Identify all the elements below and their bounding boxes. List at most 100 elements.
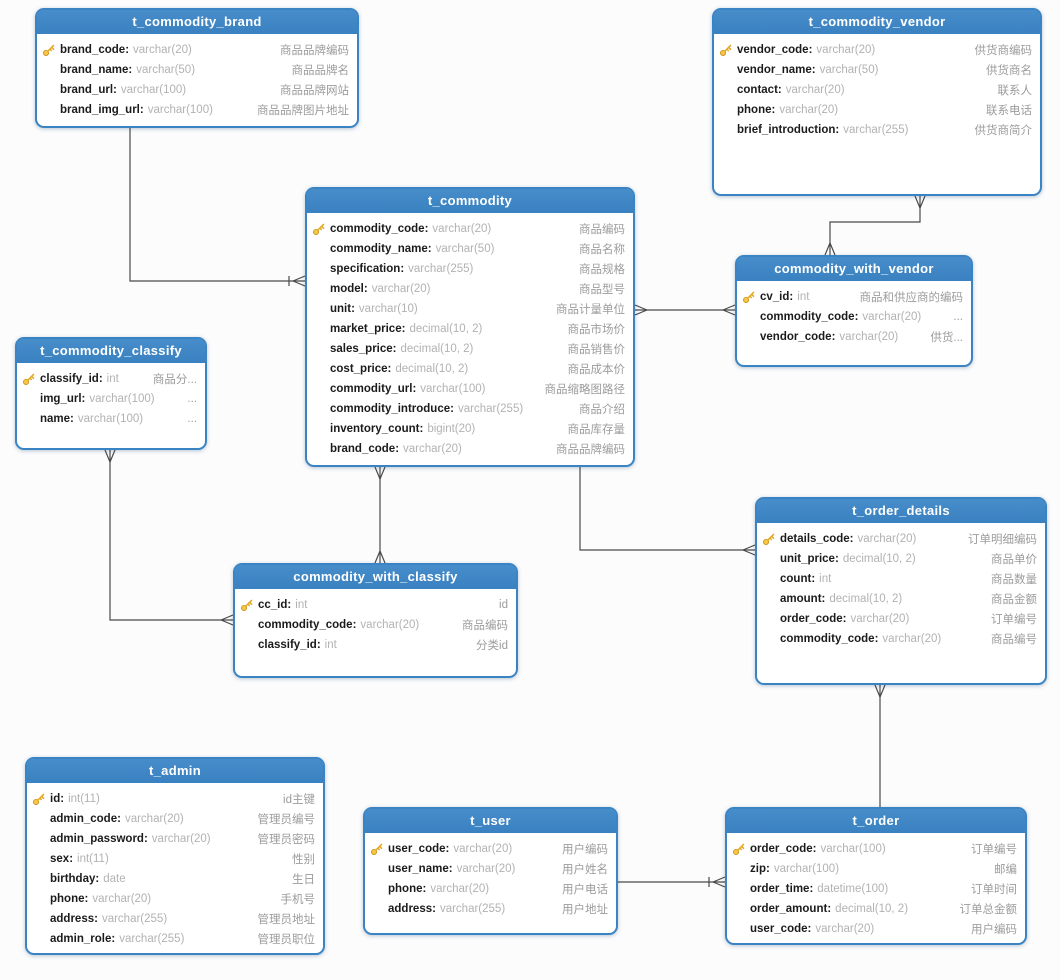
- field-row-inventory_count[interactable]: inventory_count:bigint(20)商品库存量: [312, 419, 625, 439]
- field-row-id[interactable]: id:int(11)id主键: [32, 789, 315, 809]
- field-row-order_code[interactable]: order_code:varchar(100)订单编号: [732, 839, 1017, 859]
- field-row-user_code[interactable]: user_code:varchar(20)用户编码: [732, 919, 1017, 939]
- field-separator: :: [849, 533, 854, 545]
- field-separator: :: [400, 263, 405, 275]
- field-row-admin_password[interactable]: admin_password:varchar(20)管理员密码: [32, 829, 315, 849]
- field-comment: 联系人: [997, 85, 1033, 97]
- table-title-t_order[interactable]: t_order: [727, 809, 1025, 835]
- field-row-name[interactable]: name:varchar(100)...: [22, 409, 197, 429]
- field-row-cost_price[interactable]: cost_price:decimal(10, 2)商品成本价: [312, 359, 625, 379]
- field-row-admin_role[interactable]: admin_role:varchar(255)管理员职位: [32, 929, 315, 949]
- crow-foot-marker: [914, 195, 926, 209]
- field-row-address[interactable]: address:varchar(255)用户地址: [370, 899, 608, 919]
- table-t_order_details[interactable]: t_order_details details_code:varchar(20)订…: [755, 497, 1047, 685]
- field-row-unit[interactable]: unit:varchar(10)商品计量单位: [312, 299, 625, 319]
- field-type: varchar(20): [839, 331, 899, 343]
- field-row-sales_price[interactable]: sales_price:decimal(10, 2)商品销售价: [312, 339, 625, 359]
- field-row-commodity_code[interactable]: commodity_code:varchar(20)商品编码: [312, 219, 625, 239]
- field-row-user_code[interactable]: user_code:varchar(20)用户编码: [370, 839, 608, 859]
- table-title-t_commodity_brand[interactable]: t_commodity_brand: [37, 10, 357, 36]
- field-row-vendor_code[interactable]: vendor_code:varchar(20)供货...: [742, 327, 963, 347]
- table-title-t_commodity[interactable]: t_commodity: [307, 189, 633, 215]
- field-row-commodity_url[interactable]: commodity_url:varchar(100)商品缩略图路径: [312, 379, 625, 399]
- relation-line-t_commodity_brand--t_commodity[interactable]: [129, 128, 305, 282]
- field-row-commodity_introduce[interactable]: commodity_introduce:varchar(255)商品介绍: [312, 399, 625, 419]
- table-title-commodity_with_vendor[interactable]: commodity_with_vendor: [737, 257, 971, 283]
- field-name: vendor_code: [737, 44, 809, 56]
- table-t_commodity_brand[interactable]: t_commodity_brand brand_code:varchar(20)商…: [35, 8, 359, 128]
- field-row-order_time[interactable]: order_time:datetime(100)订单时间: [732, 879, 1017, 899]
- field-row-address[interactable]: address:varchar(255)管理员地址: [32, 909, 315, 929]
- field-row-commodity_code[interactable]: commodity_code:varchar(20)商品编号: [762, 629, 1037, 649]
- field-separator: :: [842, 613, 847, 625]
- field-separator: :: [387, 363, 392, 375]
- table-title-t_commodity_vendor[interactable]: t_commodity_vendor: [714, 10, 1040, 36]
- primary-key-icon: [742, 290, 760, 304]
- field-row-phone[interactable]: phone:varchar(20)联系电话: [719, 100, 1032, 120]
- field-comment: 用户编码: [971, 924, 1017, 936]
- primary-key-icon: [240, 598, 258, 612]
- field-row-user_name[interactable]: user_name:varchar(20)用户姓名: [370, 859, 608, 879]
- field-separator: :: [777, 84, 782, 96]
- field-type: varchar(20): [151, 833, 211, 845]
- field-comment: 订单编号: [971, 844, 1017, 856]
- field-row-commodity_code[interactable]: commodity_code:varchar(20)...: [742, 307, 963, 327]
- field-row-unit_price[interactable]: unit_price:decimal(10, 2)商品单价: [762, 549, 1037, 569]
- crow-foot-marker: [374, 550, 386, 564]
- field-row-market_price[interactable]: market_price:decimal(10, 2)商品市场价: [312, 319, 625, 339]
- table-t_commodity[interactable]: t_commodity commodity_code:varchar(20)商品编…: [305, 187, 635, 467]
- field-row-brand_url[interactable]: brand_url:varchar(100)商品品牌网站: [42, 80, 349, 100]
- field-type: decimal(10, 2): [395, 363, 469, 375]
- relation-line-t_commodity_classify--commodity_with_classify[interactable]: [109, 450, 233, 621]
- field-row-details_code[interactable]: details_code:varchar(20)订单明细编码: [762, 529, 1037, 549]
- table-title-commodity_with_classify[interactable]: commodity_with_classify: [235, 565, 516, 591]
- table-t_commodity_vendor[interactable]: t_commodity_vendor vendor_code:varchar(20…: [712, 8, 1042, 196]
- field-row-vendor_code[interactable]: vendor_code:varchar(20)供货商编码: [719, 40, 1032, 60]
- field-row-contact[interactable]: contact:varchar(20)联系人: [719, 80, 1032, 100]
- field-row-phone[interactable]: phone:varchar(20)用户电话: [370, 879, 608, 899]
- field-comment: 订单编号: [991, 614, 1037, 626]
- field-row-sex[interactable]: sex:int(11)性别: [32, 849, 315, 869]
- field-separator: :: [351, 303, 355, 315]
- crow-foot-marker: [742, 544, 756, 556]
- field-row-img_url[interactable]: img_url:varchar(100)...: [22, 389, 197, 409]
- field-row-brief_introduction[interactable]: brief_introduction:varchar(255)供货商简介: [719, 120, 1032, 140]
- field-row-commodity_name[interactable]: commodity_name:varchar(50)商品名称: [312, 239, 625, 259]
- field-row-commodity_code[interactable]: commodity_code:varchar(20)商品编码: [240, 615, 508, 635]
- field-row-order_amount[interactable]: order_amount:decimal(10, 2)订单总金额: [732, 899, 1017, 919]
- field-type: varchar(20): [453, 843, 513, 855]
- relation-line-t_commodity--t_order_details[interactable]: [579, 467, 755, 551]
- field-row-admin_code[interactable]: admin_code:varchar(20)管理员编号: [32, 809, 315, 829]
- table-title-t_order_details[interactable]: t_order_details: [757, 499, 1045, 525]
- table-title-t_admin[interactable]: t_admin: [27, 759, 323, 785]
- field-row-phone[interactable]: phone:varchar(20)手机号: [32, 889, 315, 909]
- field-row-specification[interactable]: specification:varchar(255)商品规格: [312, 259, 625, 279]
- field-row-vendor_name[interactable]: vendor_name:varchar(50)供货商名: [719, 60, 1032, 80]
- field-row-brand_code[interactable]: brand_code:varchar(20)商品品牌编码: [42, 40, 349, 60]
- field-separator: :: [95, 873, 100, 885]
- table-title-t_commodity_classify[interactable]: t_commodity_classify: [17, 339, 205, 365]
- field-row-amount[interactable]: amount:decimal(10, 2)商品金额: [762, 589, 1037, 609]
- field-row-model[interactable]: model:varchar(20)商品型号: [312, 279, 625, 299]
- table-title-t_user[interactable]: t_user: [365, 809, 616, 835]
- field-row-brand_code[interactable]: brand_code:varchar(20)商品品牌编码: [312, 439, 625, 459]
- field-type: varchar(50): [136, 64, 196, 76]
- field-row-brand_name[interactable]: brand_name:varchar(50)商品品牌名: [42, 60, 349, 80]
- field-row-order_code[interactable]: order_code:varchar(20)订单编号: [762, 609, 1037, 629]
- relation-line-t_commodity_vendor--commodity_with_vendor[interactable]: [829, 196, 921, 255]
- field-row-zip[interactable]: zip:varchar(100)邮编: [732, 859, 1017, 879]
- field-row-brand_img_url[interactable]: brand_img_url:varchar(100)商品品牌图片地址: [42, 100, 349, 120]
